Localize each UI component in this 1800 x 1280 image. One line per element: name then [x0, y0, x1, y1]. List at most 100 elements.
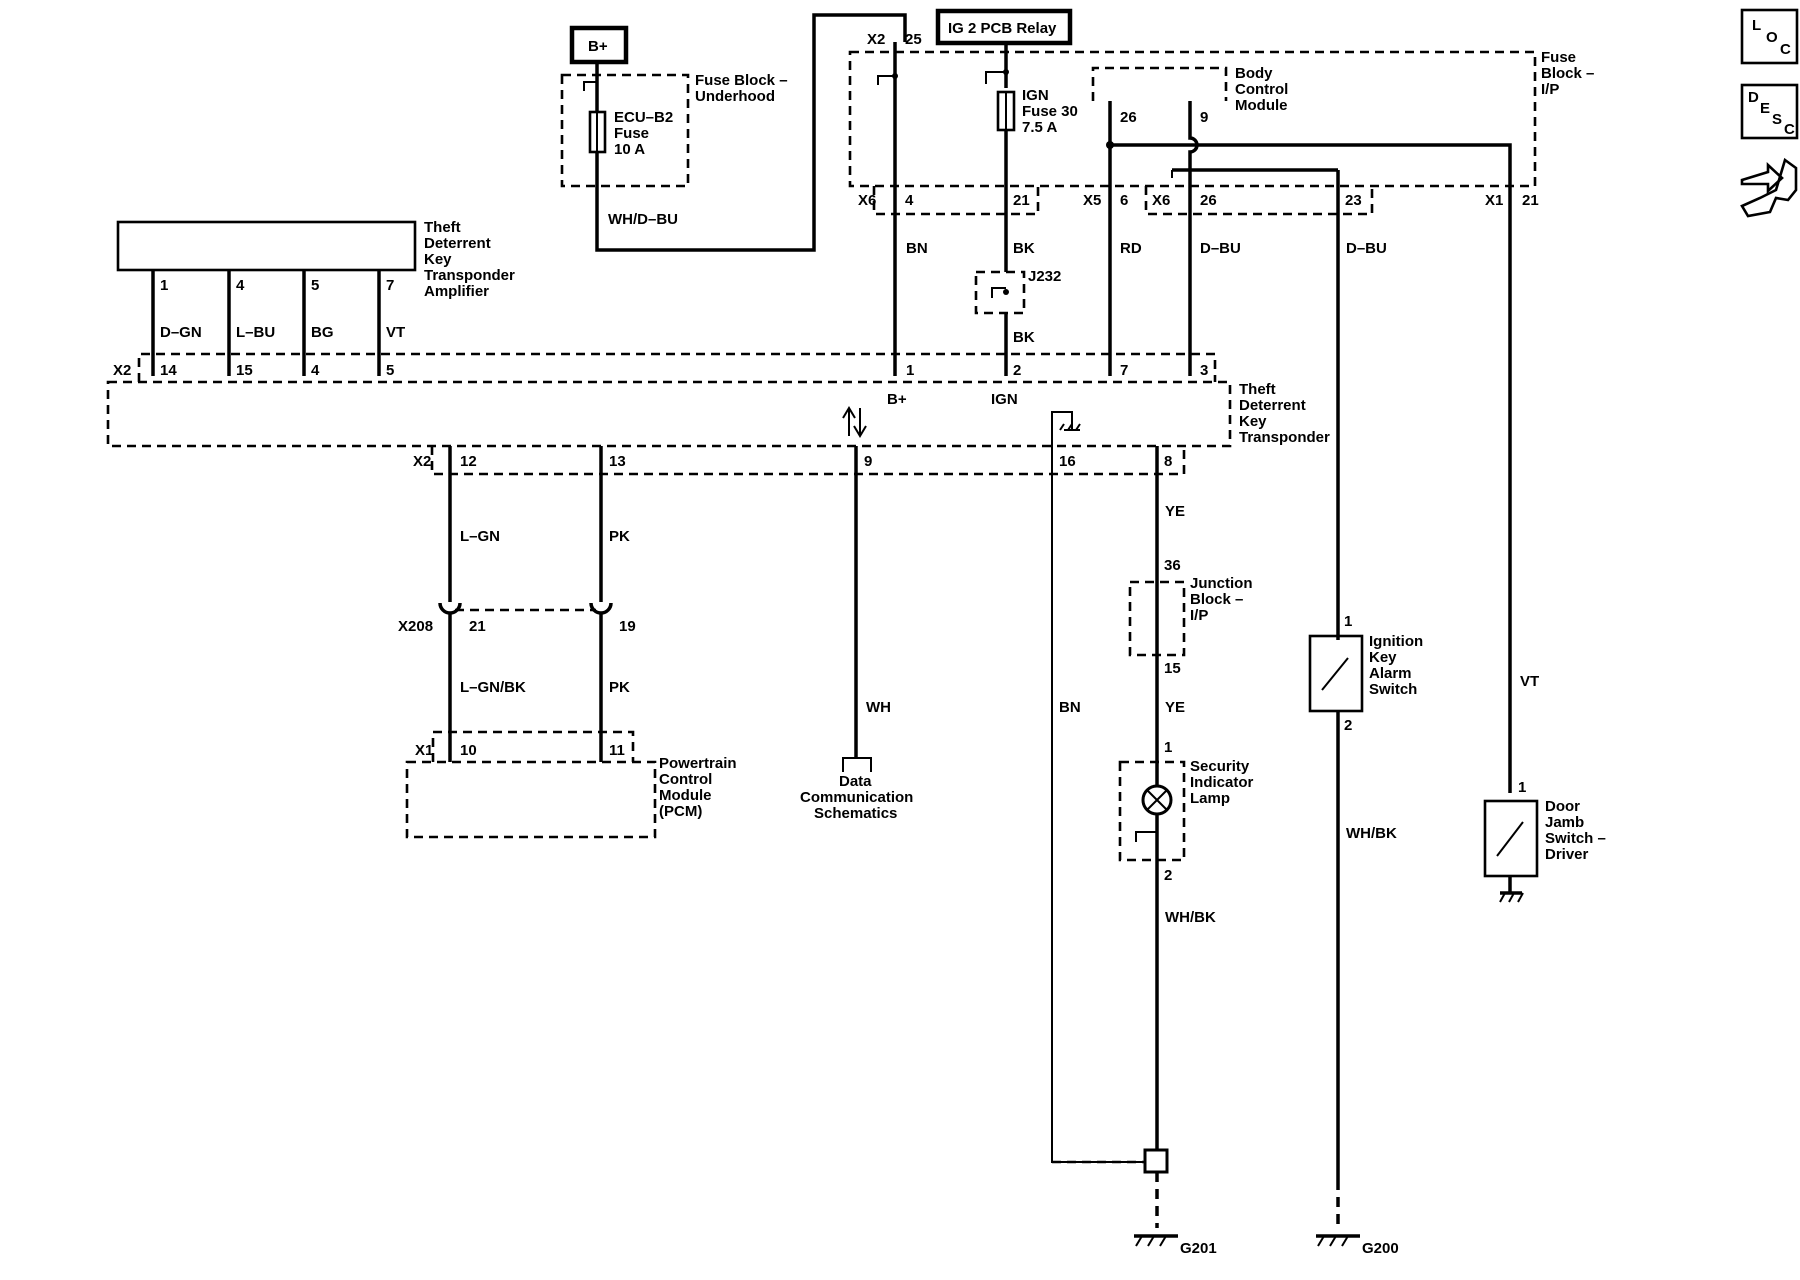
pin-25: 25 [905, 31, 922, 48]
wire-ye-1: YE [1165, 503, 1185, 520]
amp-label-5: Amplifier [424, 283, 489, 300]
tdkt-label-3: Key [1239, 413, 1267, 430]
wire-bk-2: BK [1013, 329, 1035, 346]
wire-bk-1: BK [1013, 240, 1035, 257]
data-arrows-icon [842, 406, 867, 438]
door-switch-ground-icon [1499, 891, 1524, 903]
dcs-label-1: Data [839, 773, 872, 790]
ground-g201-label: G201 [1180, 1240, 1217, 1257]
pcm-label-1: Powertrain [659, 755, 737, 772]
fuse-block-ip: Fuse Block – I/P X2 25 IGN Fuse 30 7.5 A… [848, 31, 1594, 376]
connector-x5: X5 [1083, 192, 1101, 209]
desc-icon[interactable]: D E S C [1740, 83, 1799, 140]
pin-4-fip: 4 [905, 192, 914, 209]
wire-bn-lower: BN [1059, 699, 1081, 716]
bcm-label-3: Module [1235, 97, 1288, 114]
desc-letter-s: S [1772, 111, 1782, 128]
lamp-label-1: Security [1190, 758, 1250, 775]
amp-pin-7: 7 [386, 277, 394, 294]
junction-label-1: Junction [1190, 575, 1253, 592]
battery-label: B+ [588, 38, 608, 55]
door-label-4: Driver [1545, 846, 1589, 863]
bcm-pin-26: 26 [1120, 109, 1137, 126]
tdkt-label-4: Transponder [1239, 429, 1330, 446]
splice-square [1143, 1148, 1169, 1174]
x208-pin-21: 21 [469, 618, 486, 635]
tdkt-pin-2: 2 [1013, 362, 1021, 379]
pcm-label-4: (PCM) [659, 803, 702, 820]
wire-wh-bk-lamp: WH/BK [1165, 909, 1216, 926]
wire-d-gn: D–GN [160, 324, 202, 341]
junction-label-2: Block – [1190, 591, 1243, 608]
fuse-block-underhood: Fuse Block – Underhood ECU–B2 Fuse 10 A … [560, 13, 907, 252]
pin-23-fip: 23 [1345, 192, 1362, 209]
wire-l-bu: L–BU [236, 324, 275, 341]
loc-icon[interactable]: L O C [1740, 8, 1799, 65]
loc-letter-o: O [1766, 29, 1778, 46]
junction-pin-36: 36 [1164, 557, 1181, 574]
pin-26-fip: 26 [1200, 192, 1217, 209]
lamp-label-2: Indicator [1190, 774, 1254, 791]
pcm-pin-11: 11 [609, 742, 625, 759]
loc-letter-c: C [1780, 41, 1791, 58]
tdkt-label-1: Theft [1239, 381, 1276, 398]
wire-bn-top: BN [906, 240, 928, 257]
connector-x2-top: X2 [867, 31, 885, 48]
pin-21-fip-a: 21 [1013, 192, 1030, 209]
ign-fuse-label-3: 7.5 A [1022, 119, 1057, 136]
ecu-b2-fuse-label-2: Fuse [614, 125, 649, 142]
body-control-module: Body Control Module 26 9 [1091, 65, 1288, 126]
repair-tools-icon[interactable] [1740, 157, 1798, 218]
splice-j232-label: J232 [1028, 268, 1061, 285]
powertrain-control-module: X1 10 11 Powertrain Control Module (PCM) [405, 730, 737, 839]
desc-letter-e: E [1760, 100, 1770, 117]
amp-label-2: Deterrent [424, 235, 491, 252]
dcs-label-2: Communication [800, 789, 913, 806]
wire-bg: BG [311, 324, 334, 341]
wire-pk-lower: PK [609, 679, 630, 696]
fuse-block-ip-label-3: I/P [1541, 81, 1559, 98]
loc-letter-l: L [1752, 17, 1761, 34]
wire-vt-door: VT [1520, 673, 1539, 690]
ignsw-label-2: Key [1369, 649, 1397, 666]
dcs-label-3: Schematics [814, 805, 897, 822]
tdkt-pin-13: 13 [609, 453, 626, 470]
desc-letter-c: C [1784, 121, 1795, 138]
lamp-pin-2: 2 [1164, 867, 1172, 884]
lamp-pin-1: 1 [1164, 739, 1172, 756]
ecu-b2-fuse-label-1: ECU–B2 [614, 109, 673, 126]
ig2-relay-box: IG 2 PCB Relay [935, 8, 1073, 46]
ignsw-pin-2: 2 [1344, 717, 1352, 734]
wire-wh-bk-switch: WH/BK [1346, 825, 1397, 842]
junction-label-3: I/P [1190, 607, 1208, 624]
door-pin-1: 1 [1518, 779, 1526, 796]
bcm-label-2: Control [1235, 81, 1288, 98]
connector-x6-a: X6 [858, 192, 876, 209]
tdkt-bplus-label: B+ [887, 391, 907, 408]
ign-fuse-label-2: Fuse 30 [1022, 103, 1078, 120]
internal-ground-icon [1051, 411, 1081, 470]
amp-pin-1: 1 [160, 277, 168, 294]
pcm-label-2: Control [659, 771, 712, 788]
tdkt-pin-7: 7 [1120, 362, 1128, 379]
pcm-x1: X1 [415, 742, 433, 759]
ground-g201: G201 [1134, 1234, 1217, 1257]
fuse-block-ip-label-1: Fuse [1541, 49, 1576, 66]
tdkt-pin-9: 9 [864, 453, 872, 470]
amp-pin-5: 5 [311, 277, 319, 294]
lamp-label-3: Lamp [1190, 790, 1230, 807]
connector-x208: X208 [398, 618, 433, 635]
wire-rd: RD [1120, 240, 1142, 257]
junction-block-ip: 36 15 Junction Block – I/P [1128, 557, 1253, 677]
tdkt-pin-3: 3 [1200, 362, 1208, 379]
connector-x2-tdkt-bottom: X2 [413, 453, 431, 470]
transponder-amplifier: Theft Deterrent Key Transponder Amplifie… [116, 219, 515, 376]
ignsw-pin-1: 1 [1344, 613, 1352, 630]
tdkt-pin-15: 15 [236, 362, 253, 379]
ignsw-label-4: Switch [1369, 681, 1417, 698]
junction-pin-15: 15 [1164, 660, 1181, 677]
ignition-key-alarm-switch: 1 2 Ignition Key Alarm Switch [1308, 613, 1423, 734]
connector-x6-b: X6 [1152, 192, 1170, 209]
amp-label-1: Theft [424, 219, 461, 236]
data-communication-schematics-link[interactable]: Data Communication Schematics [800, 773, 913, 822]
